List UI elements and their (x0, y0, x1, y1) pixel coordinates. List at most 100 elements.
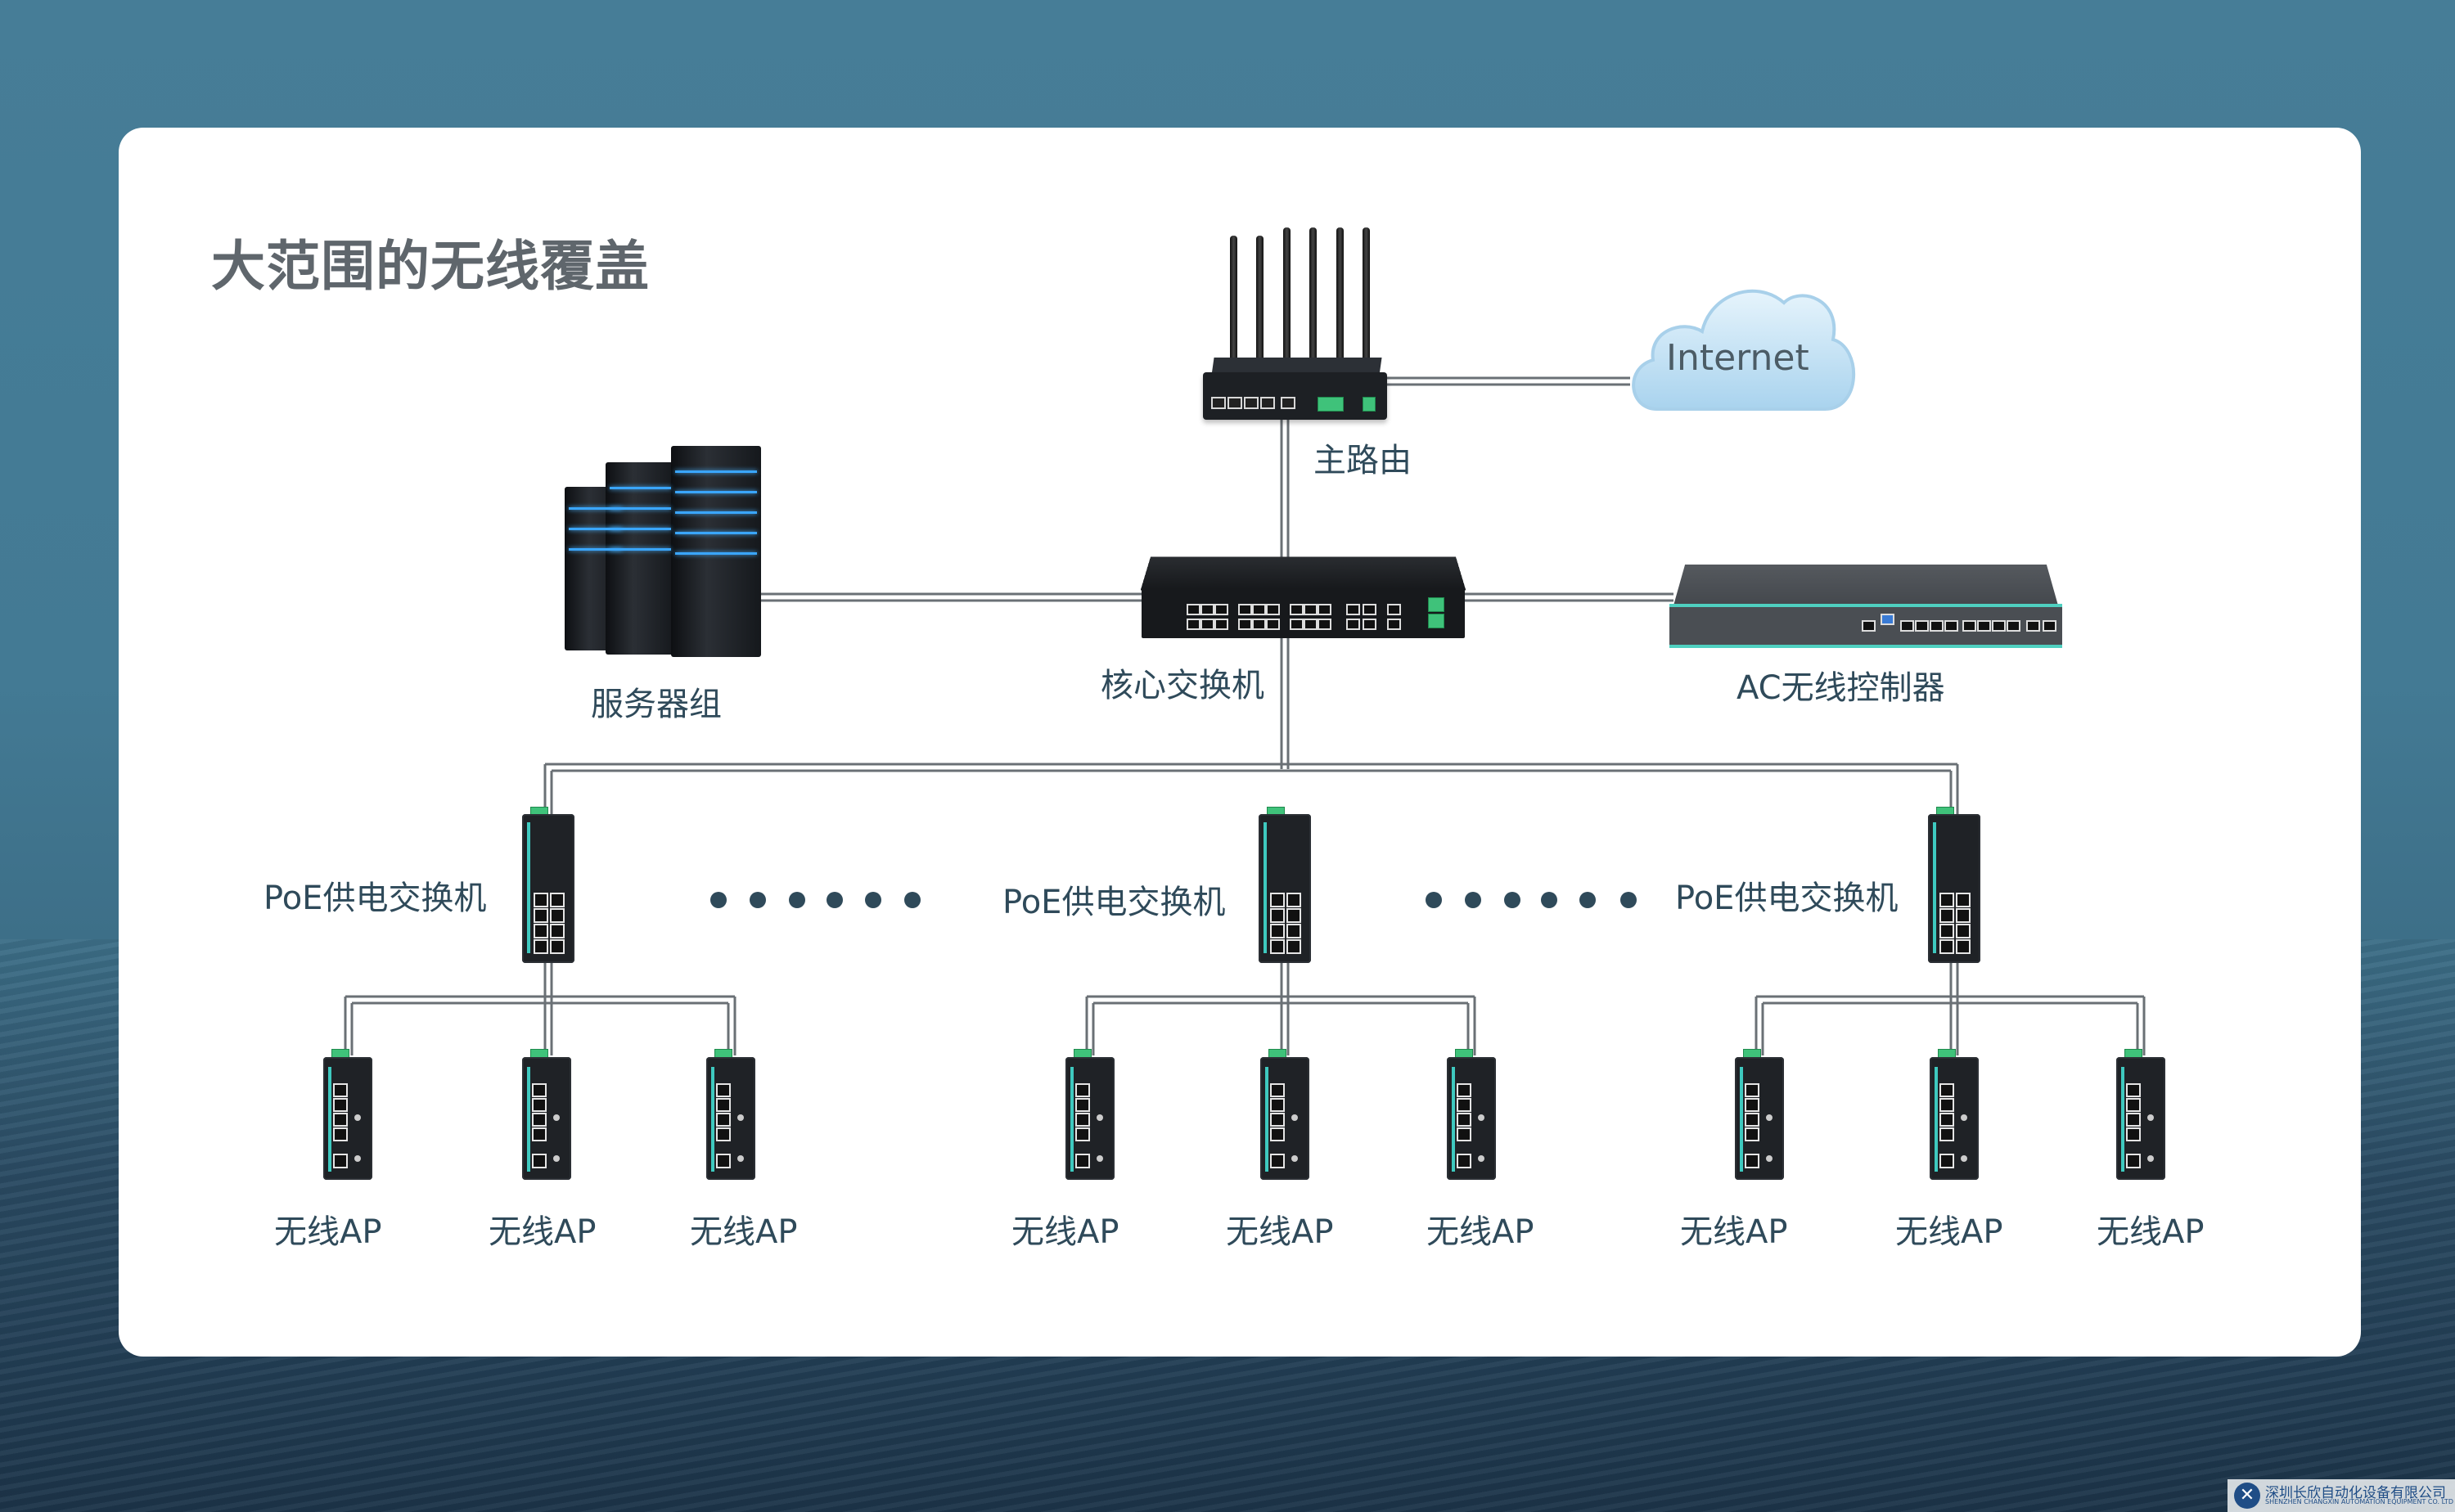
antenna-connector-icon (1097, 1155, 1103, 1162)
ethernet-port-icon (1457, 1154, 1471, 1168)
ethernet-port-icon (550, 908, 565, 923)
wireless-ap[interactable] (706, 1057, 755, 1180)
accent-stripe (1933, 822, 1936, 953)
ethernet-port-icon (1270, 1127, 1285, 1141)
accent-stripe (527, 1067, 530, 1172)
antenna-connector-icon (737, 1114, 744, 1121)
ethernet-port-icon (534, 893, 548, 907)
ethernet-port-icon (1075, 1098, 1090, 1112)
ethernet-port-icon (1956, 908, 1971, 923)
link-poe2-aps (1085, 961, 1476, 1055)
accent-stripe (1265, 1067, 1268, 1172)
accent-stripe (527, 822, 530, 953)
ethernet-port-icon (1956, 893, 1971, 907)
poe-switch[interactable] (1928, 814, 1980, 963)
wireless-ap[interactable] (1447, 1057, 1496, 1180)
antenna-connector-icon (354, 1114, 361, 1121)
link-core-ac (1463, 592, 1673, 602)
ethernet-port-icon (534, 939, 548, 954)
link-poe3-aps (1755, 961, 2146, 1055)
wireless-ap[interactable] (522, 1057, 571, 1180)
accent-stripe (2121, 1067, 2124, 1172)
ethernet-port-icon (333, 1127, 348, 1141)
ethernet-port-icon (1939, 1113, 1954, 1127)
cloud-icon[interactable] (1624, 270, 1858, 421)
ethernet-port-icon (1939, 939, 1954, 954)
ethernet-port-icon (534, 908, 548, 923)
wireless-ap[interactable] (1735, 1057, 1784, 1180)
ethernet-port-icon (532, 1127, 547, 1141)
ethernet-port-icon (1939, 908, 1954, 923)
ac-controller-label: AC无线控制器 (1737, 669, 1945, 707)
ethernet-port-icon (2126, 1154, 2141, 1168)
ethernet-port-icon (2126, 1098, 2141, 1112)
ap-label: 无线AP (1680, 1213, 1788, 1251)
antenna-connector-icon (1961, 1155, 1967, 1162)
ethernet-port-icon (550, 924, 565, 938)
antenna-icon (1363, 227, 1370, 375)
ethernet-port-icon (532, 1154, 547, 1168)
company-name-en: SHENZHEN CHANGXIN AUTOMATION EQUIPMENT C… (2265, 1498, 2453, 1505)
poe-switch[interactable] (522, 814, 574, 963)
ethernet-port-icon (2126, 1113, 2141, 1127)
ethernet-port-icon (550, 893, 565, 907)
wireless-ap[interactable] (1930, 1057, 1979, 1180)
ethernet-port-icon (1939, 924, 1954, 938)
antenna-icon (1283, 227, 1291, 375)
ethernet-port-icon (1745, 1154, 1759, 1168)
ethernet-port-icon (333, 1113, 348, 1127)
antenna-connector-icon (1291, 1155, 1298, 1162)
wireless-ap[interactable] (2116, 1057, 2165, 1180)
ethernet-port-icon (1457, 1098, 1471, 1112)
ap-label: 无线AP (1011, 1213, 1119, 1251)
poe-switch-label: PoE供电交换机 (264, 880, 487, 917)
ethernet-port-icon (1939, 1154, 1954, 1168)
ap-label: 无线AP (1226, 1213, 1334, 1251)
ethernet-port-icon (1270, 1083, 1285, 1097)
page-title: 大范围的无线覆盖 (211, 235, 650, 298)
antenna-icon (1256, 236, 1264, 375)
ethernet-port-icon (1286, 939, 1301, 954)
link-poe1-aps (344, 961, 736, 1055)
accent-stripe (1740, 1067, 1743, 1172)
antenna-connector-icon (553, 1155, 560, 1162)
ethernet-port-icon (1457, 1127, 1471, 1141)
ethernet-port-icon (1457, 1113, 1471, 1127)
poe-switch-label: PoE供电交换机 (1002, 884, 1226, 921)
antenna-connector-icon (354, 1155, 361, 1162)
ethernet-port-icon (1745, 1083, 1759, 1097)
antenna-connector-icon (1291, 1114, 1298, 1121)
ethernet-port-icon (716, 1098, 731, 1112)
poe-switch[interactable] (1259, 814, 1311, 963)
ac-accent-stripe (1669, 604, 2062, 607)
ethernet-port-icon (1939, 1098, 1954, 1112)
wireless-ap[interactable] (1065, 1057, 1115, 1180)
ethernet-port-icon (1075, 1154, 1090, 1168)
ethernet-port-icon (534, 924, 548, 938)
ap-label: 无线AP (2097, 1213, 2205, 1251)
ac-top (1673, 565, 2058, 605)
antenna-connector-icon (1097, 1114, 1103, 1121)
antenna-connector-icon (1961, 1114, 1967, 1121)
wireless-ap[interactable] (323, 1057, 372, 1180)
ethernet-port-icon (716, 1083, 731, 1097)
ethernet-port-icon (333, 1083, 348, 1097)
ethernet-port-icon (2126, 1083, 2141, 1097)
link-distribution-bus (545, 763, 1957, 772)
antenna-connector-icon (737, 1155, 744, 1162)
accent-stripe (328, 1067, 331, 1172)
wireless-ap[interactable] (1260, 1057, 1309, 1180)
ap-label: 无线AP (690, 1213, 798, 1251)
link-router-internet (1385, 376, 1630, 386)
ethernet-port-icon (1956, 939, 1971, 954)
ethernet-port-icon (1956, 924, 1971, 938)
ethernet-port-icon (532, 1098, 547, 1112)
router-label: 主路由 (1313, 442, 1412, 479)
rack-switch-icon (1142, 589, 1465, 638)
poe-switch-label: PoE供电交换机 (1675, 880, 1899, 917)
ethernet-port-icon (550, 939, 565, 954)
ethernet-port-icon (333, 1098, 348, 1112)
antenna-icon (1230, 236, 1237, 375)
accent-stripe (1070, 1067, 1074, 1172)
